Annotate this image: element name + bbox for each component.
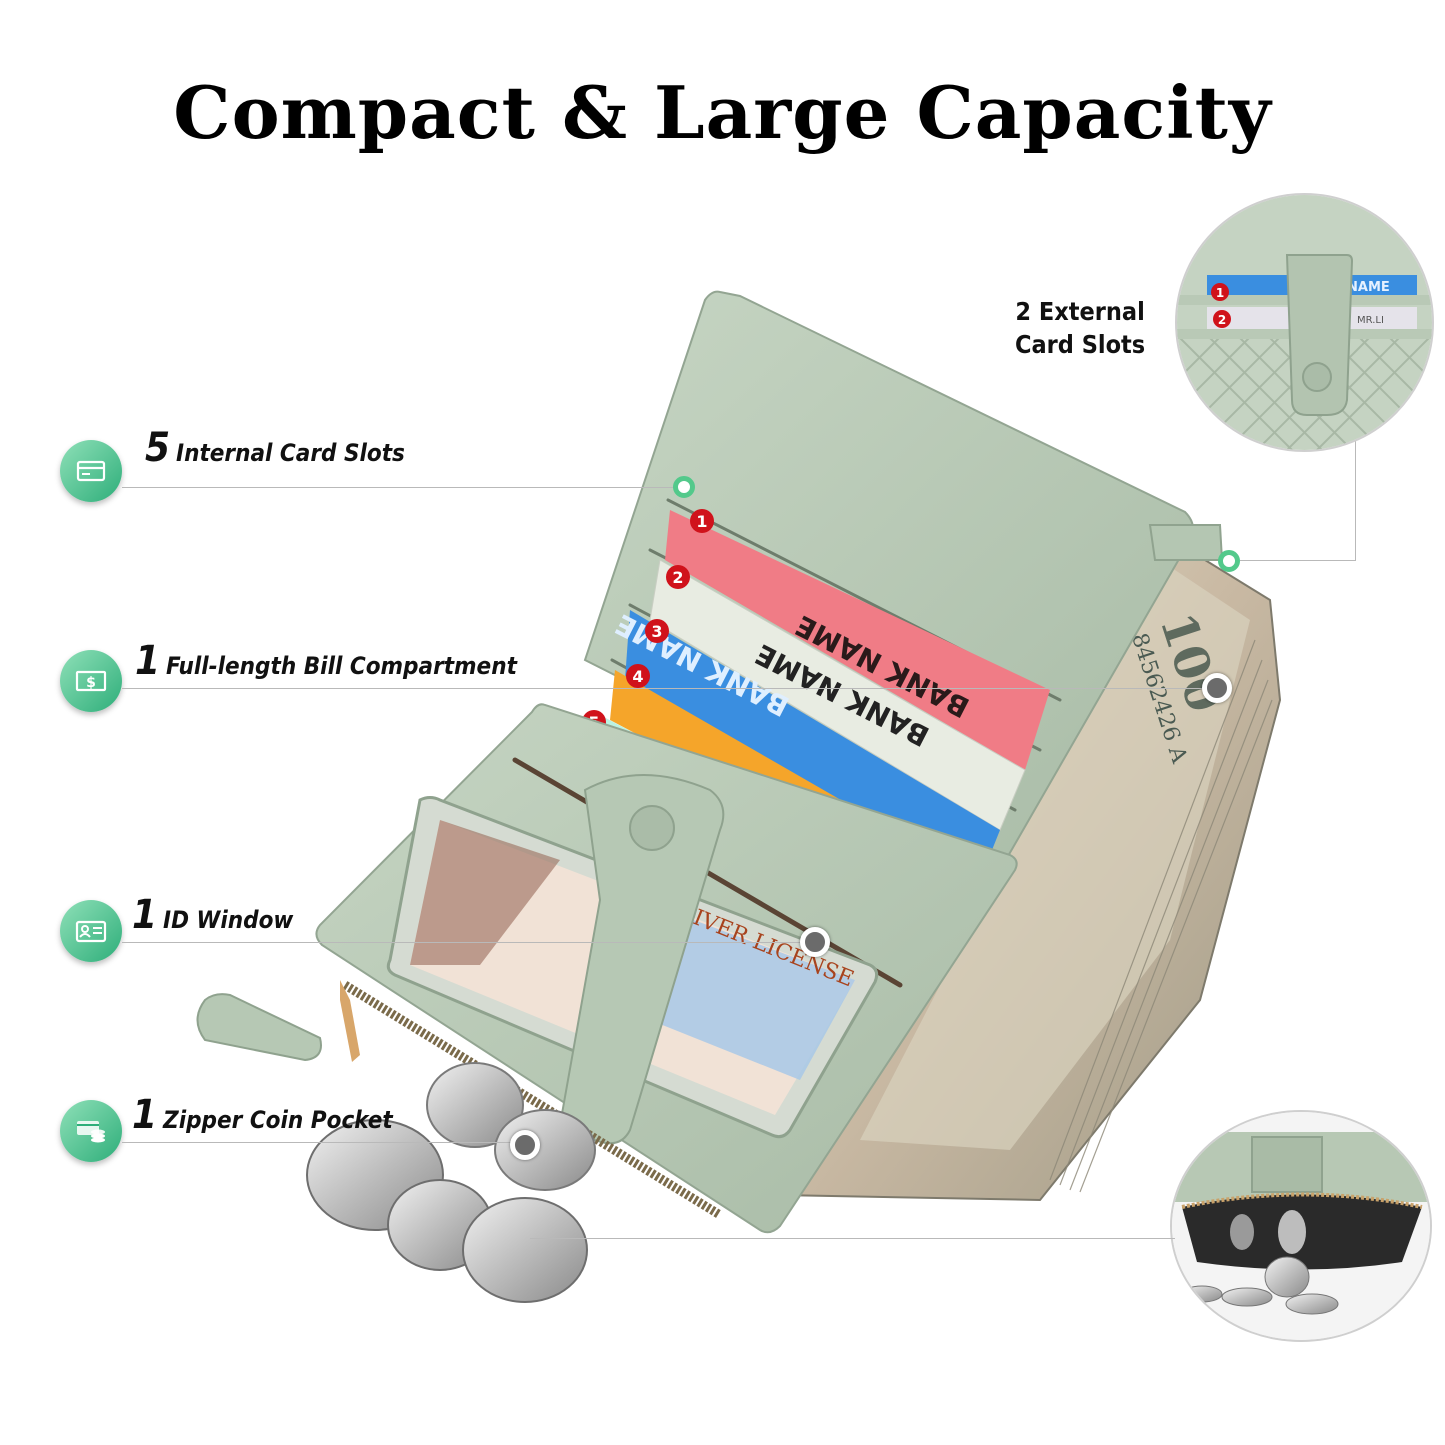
- coin-pocket-inset: [1170, 1110, 1432, 1342]
- external-slots-inset: NAME MR.LI 1 2: [1175, 193, 1434, 452]
- svg-text:2: 2: [1218, 313, 1226, 327]
- dollar-bill-icon: $: [60, 650, 122, 712]
- svg-text:$: $: [86, 675, 96, 691]
- svg-text:MR.LI: MR.LI: [1357, 315, 1384, 326]
- coin-card-icon: [60, 1100, 122, 1162]
- svg-text:1: 1: [696, 512, 707, 531]
- svg-text:NAME: NAME: [1347, 280, 1390, 295]
- callout-dot-coins: [510, 1130, 540, 1160]
- svg-text:2: 2: [672, 568, 683, 587]
- svg-text:3: 3: [651, 622, 662, 641]
- callout-dot-id: [800, 927, 830, 957]
- feature-zipper-coin-pocket: [60, 1100, 122, 1162]
- callout-dot-cards: [673, 476, 695, 498]
- feature-internal-card-slots: [60, 440, 122, 502]
- svg-text:1: 1: [1216, 286, 1224, 300]
- page-title: Compact & Large Capacity: [173, 70, 1272, 155]
- card-icon: [60, 440, 122, 502]
- zipper-pull: [196, 993, 322, 1062]
- feature-id-window: [60, 900, 122, 962]
- callout-dot-bills: [1202, 673, 1232, 703]
- callout-dot-external: [1218, 550, 1240, 572]
- feature-bill-compartment: $: [60, 650, 122, 712]
- svg-text:4: 4: [632, 667, 643, 686]
- id-card-icon: [60, 900, 122, 962]
- external-card-slots-label: 2 External Card Slots: [1015, 297, 1146, 359]
- zipper: [342, 981, 723, 1219]
